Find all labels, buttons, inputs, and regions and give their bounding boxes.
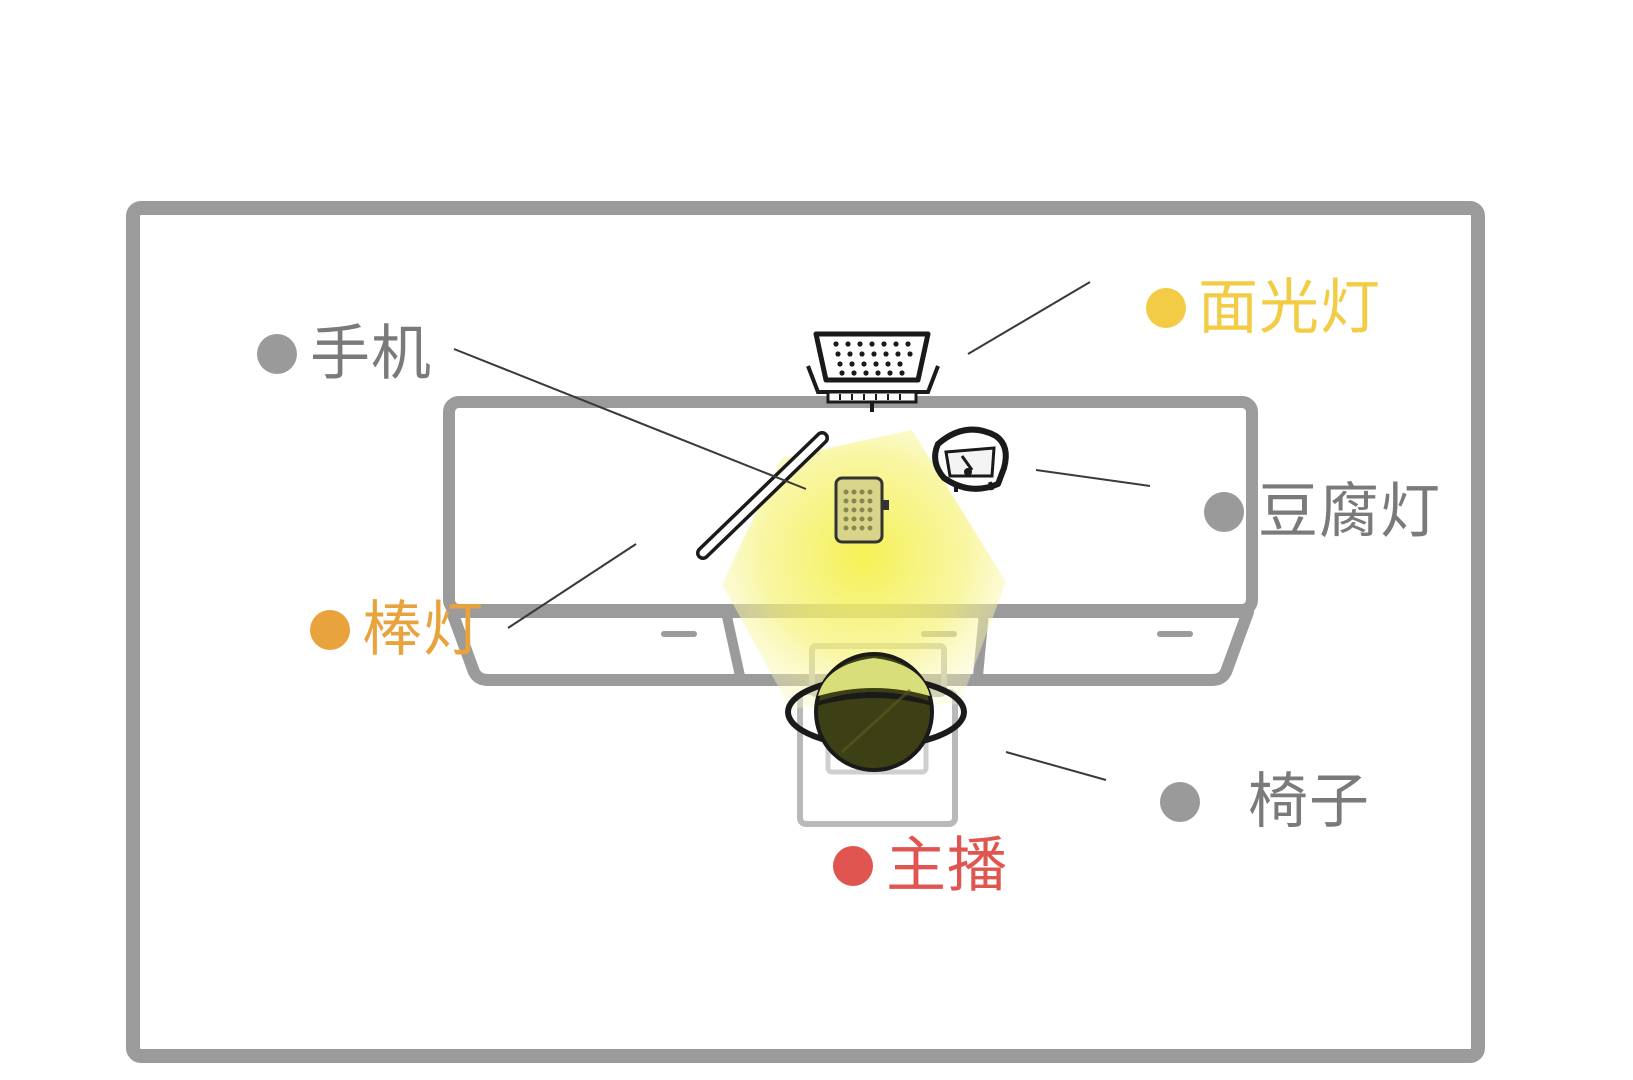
chair-legend-dot — [1160, 782, 1200, 822]
drawer-divider — [721, 610, 745, 678]
host-legend-dot — [833, 846, 873, 886]
room-outline — [126, 201, 1485, 1063]
tofu-light-label: 豆腐灯 — [1258, 477, 1441, 547]
phone-icon — [834, 476, 889, 544]
tofu-light-icon — [932, 426, 1009, 492]
host-label: 主播 — [886, 831, 1008, 901]
phone-label: 手机 — [310, 319, 432, 389]
face-light-label: 面光灯 — [1198, 273, 1381, 343]
chair-label: 椅子 — [1248, 767, 1370, 837]
tofu-light-legend-dot — [1204, 492, 1244, 532]
light-glow — [722, 430, 1006, 708]
stick-light-legend-dot — [310, 610, 350, 650]
phone-legend-dot — [257, 334, 297, 374]
leader-face-light — [967, 281, 1091, 355]
stick-light-label: 棒灯 — [362, 595, 484, 665]
light-stick-icon — [696, 431, 829, 560]
panel-light-icon — [806, 331, 940, 412]
leader-chair — [1005, 751, 1107, 781]
leader-phone — [453, 348, 807, 490]
leader-tofu-light — [1035, 469, 1151, 487]
face-light-legend-dot — [1146, 288, 1186, 328]
leader-stick-light — [507, 543, 637, 629]
person-topdown-icon — [785, 652, 967, 772]
